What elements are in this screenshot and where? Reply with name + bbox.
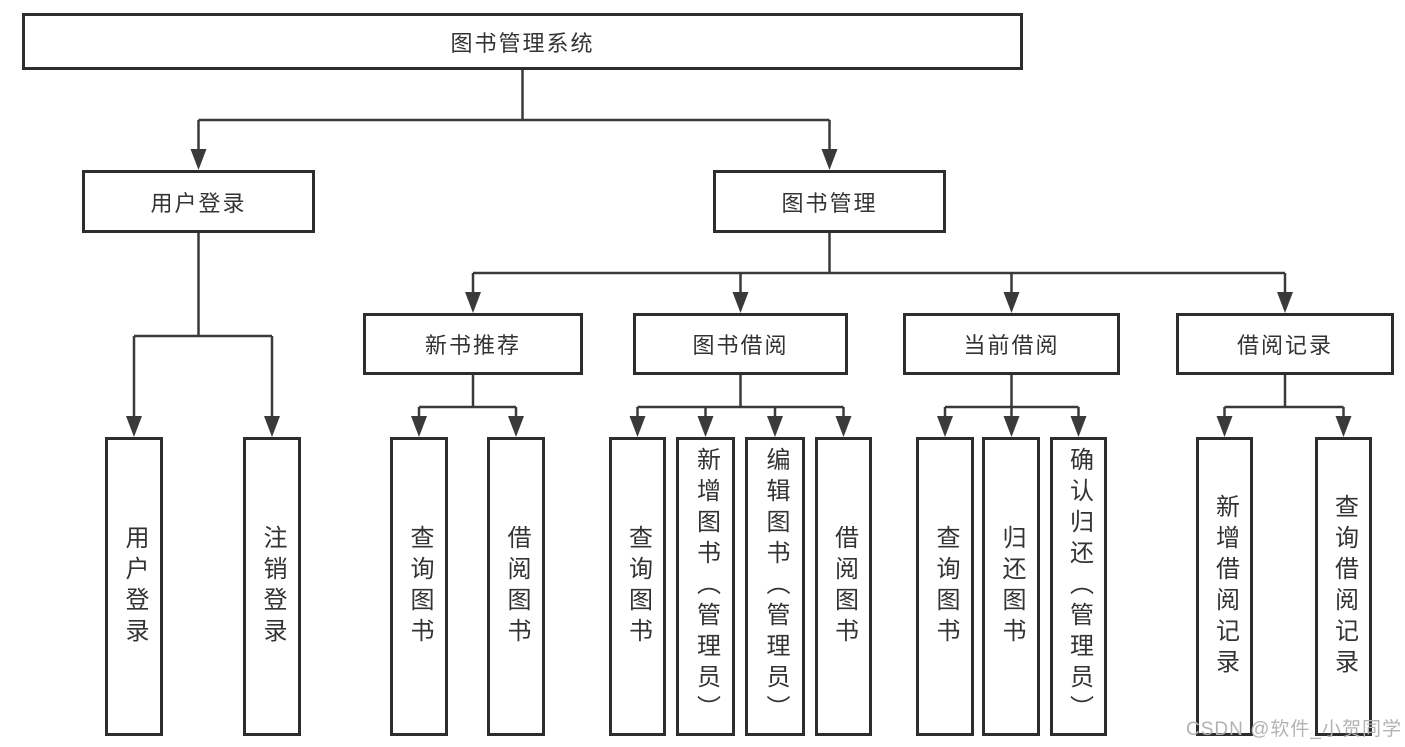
leaf-return-books: 归还图书 — [982, 437, 1040, 736]
node-book-borrowing: 图书借阅 — [633, 313, 848, 375]
node-label: 用户登录 — [150, 190, 247, 216]
leaf-borrow-books-recommend: 借阅图书 — [487, 437, 545, 736]
leaf-label: 查询借阅记录 — [1330, 493, 1358, 680]
node-new-book-recommend: 新书推荐 — [363, 313, 583, 375]
leaf-logout: 注销登录 — [243, 437, 301, 736]
node-label: 图书管理系统 — [450, 30, 595, 56]
leaf-query-borrowing-record: 查询借阅记录 — [1315, 437, 1372, 736]
leaf-confirm-return-admin: 确认归还（管理员） — [1050, 437, 1107, 736]
node-label: 新书推荐 — [424, 333, 521, 358]
csdn-watermark: CSDN @软件_小贺同学 — [1186, 719, 1402, 740]
node-label: 借阅记录 — [1236, 333, 1333, 358]
leaf-label: 注销登录 — [259, 524, 286, 649]
leaf-user-login: 用户登录 — [105, 437, 163, 736]
leaf-label: 归还图书 — [998, 524, 1025, 649]
leaf-label: 新增借阅记录 — [1211, 493, 1239, 680]
node-root-library-management-system: 图书管理系统 — [22, 13, 1023, 70]
leaf-label: 查询图书 — [932, 524, 959, 649]
leaf-label: 查询图书 — [406, 524, 433, 649]
leaf-label: 查询图书 — [624, 524, 652, 649]
leaf-add-borrowing-record: 新增借阅记录 — [1196, 437, 1253, 736]
leaf-label: 用户登录 — [121, 524, 148, 649]
leaf-query-books-current: 查询图书 — [916, 437, 974, 736]
leaf-label: 新增图书（管理员） — [692, 447, 720, 726]
node-current-borrowing: 当前借阅 — [903, 313, 1120, 375]
node-label: 图书借阅 — [692, 333, 789, 358]
leaf-label: 借阅图书 — [503, 524, 530, 649]
leaf-edit-books-admin: 编辑图书（管理员） — [745, 437, 805, 736]
node-book-management-group: 图书管理 — [713, 170, 946, 233]
node-user-login-group: 用户登录 — [82, 170, 315, 233]
leaf-add-books-admin: 新增图书（管理员） — [676, 437, 735, 736]
leaf-label: 确认归还（管理员） — [1065, 447, 1093, 726]
node-label: 图书管理 — [781, 190, 878, 216]
node-borrowing-records: 借阅记录 — [1176, 313, 1394, 375]
leaf-borrow-books: 借阅图书 — [815, 437, 872, 736]
leaf-query-books-borrowing: 查询图书 — [609, 437, 666, 736]
leaf-label: 借阅图书 — [830, 524, 858, 649]
leaf-label: 编辑图书（管理员） — [762, 447, 789, 726]
node-label: 当前借阅 — [963, 333, 1060, 358]
leaf-query-books-recommend: 查询图书 — [390, 437, 448, 736]
arrowhead-icons — [126, 149, 1352, 437]
